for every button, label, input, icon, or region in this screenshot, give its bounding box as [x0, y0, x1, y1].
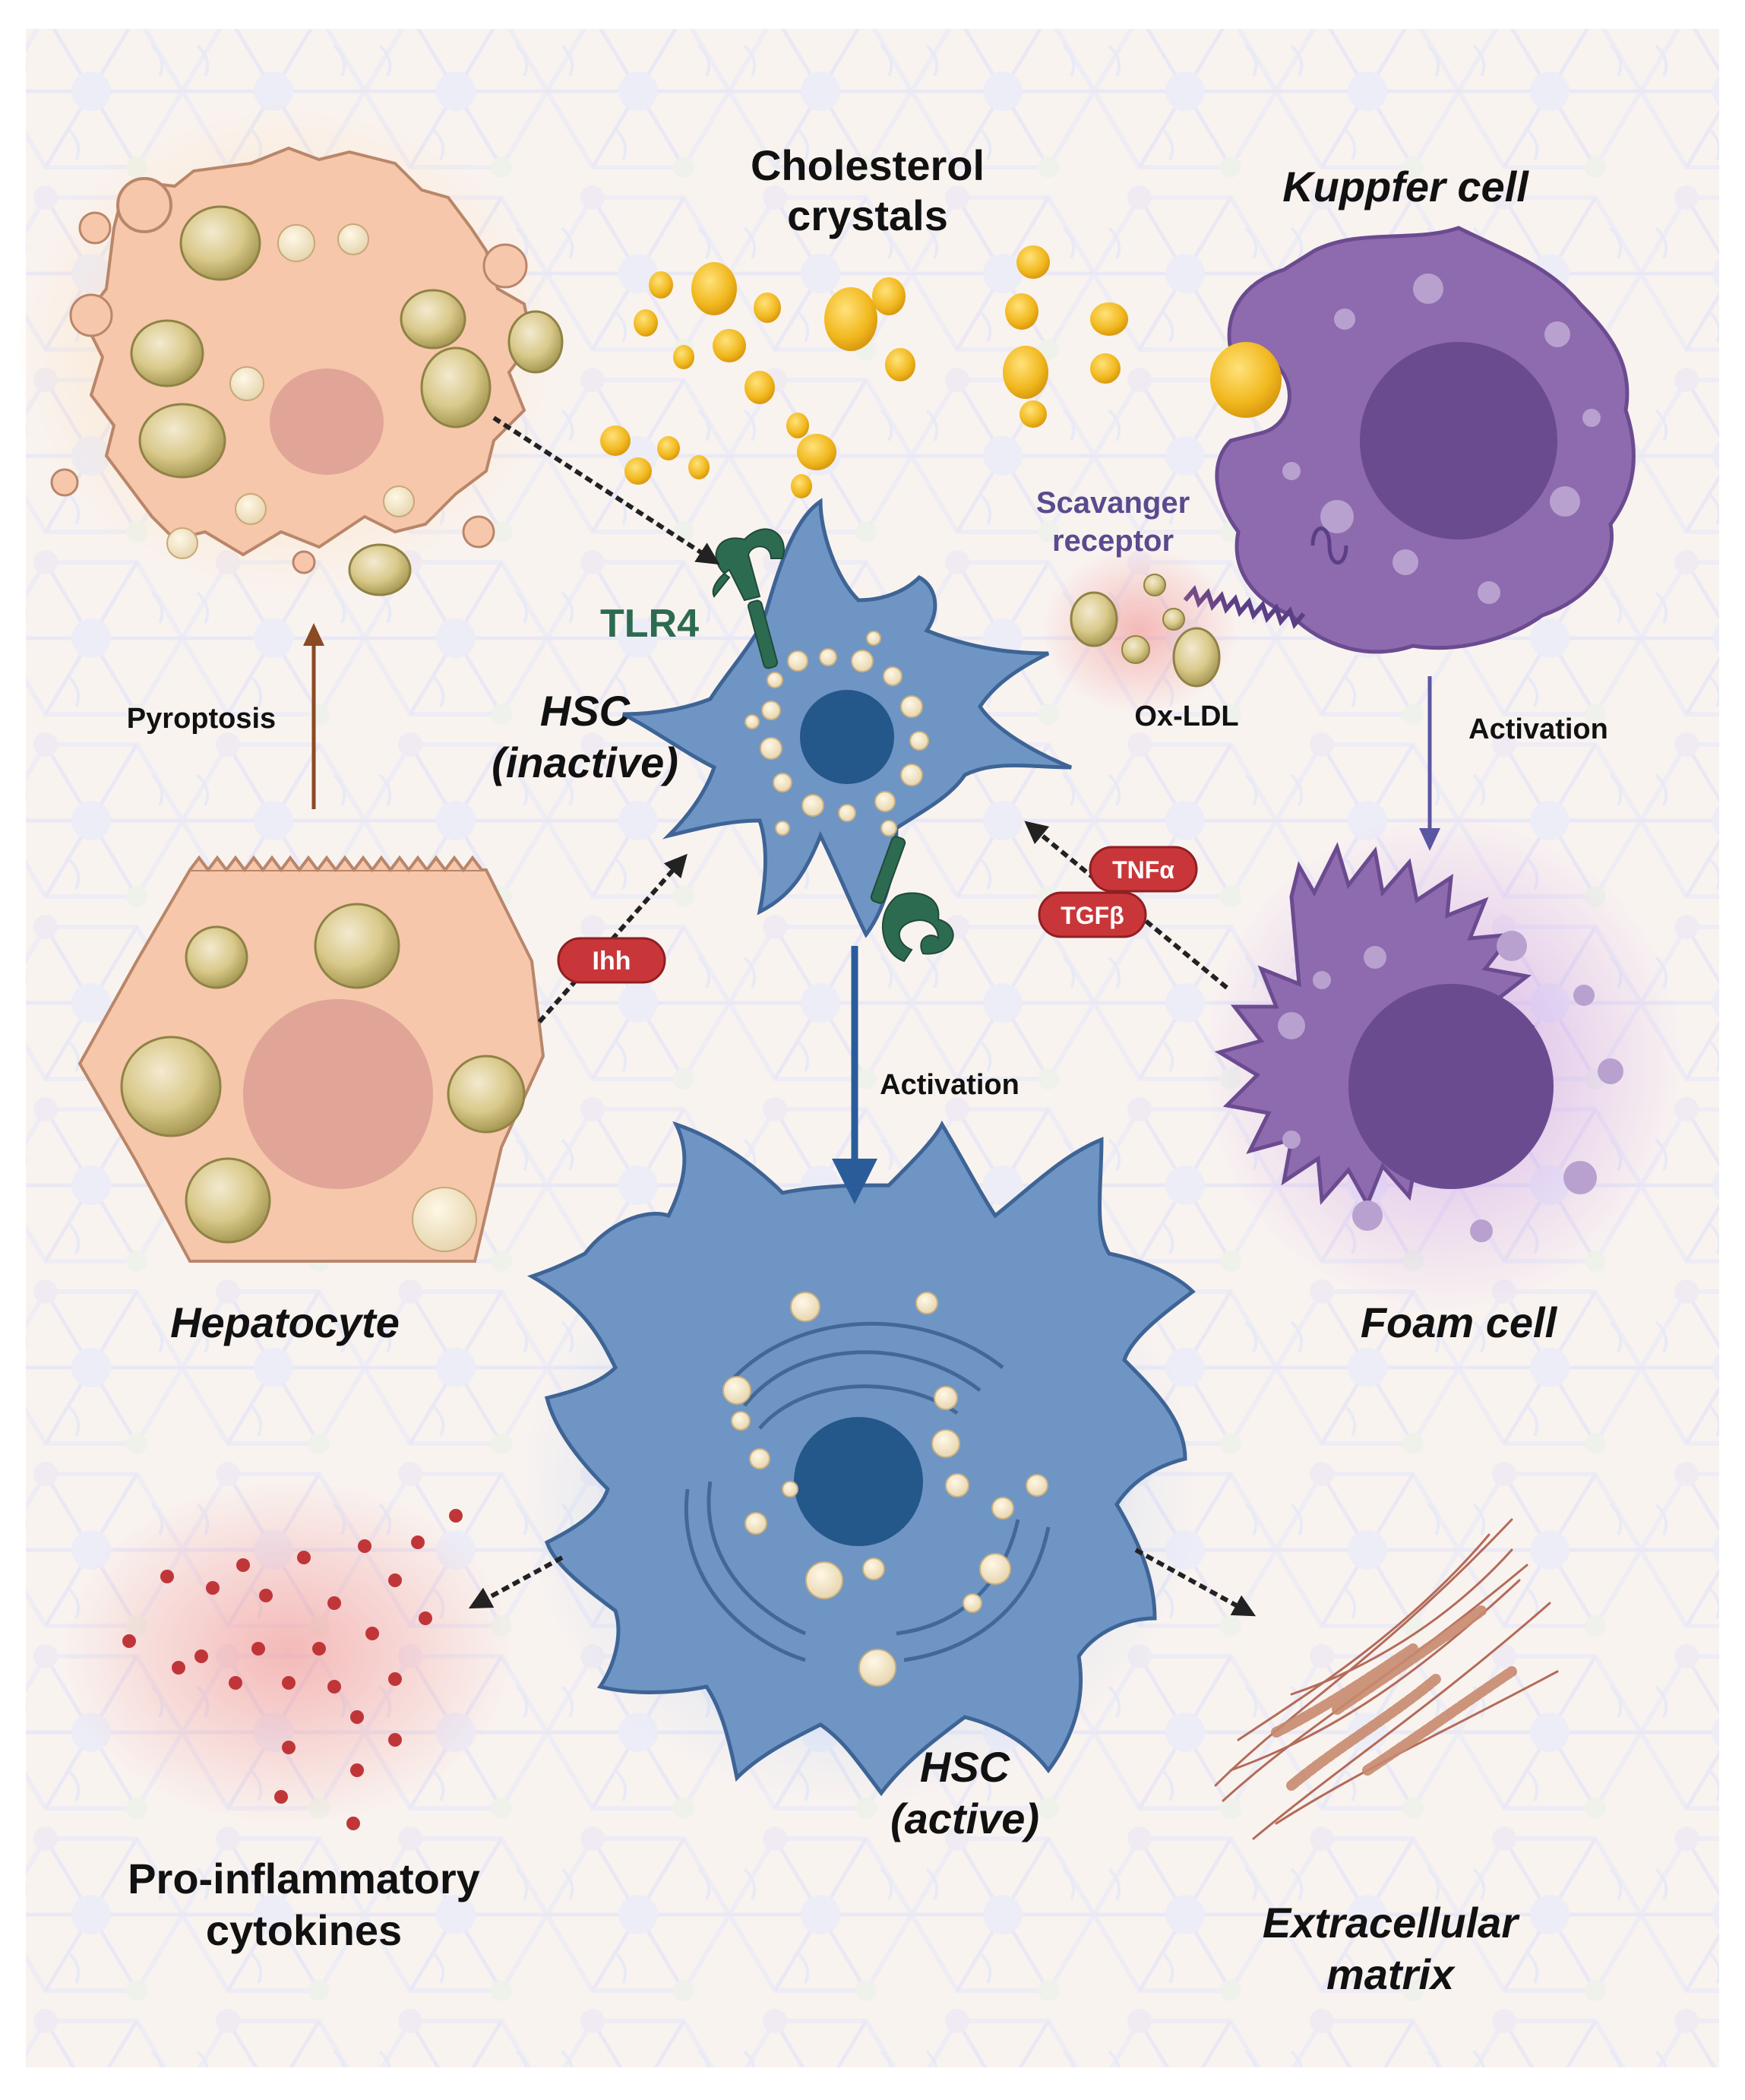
dotted-arrow-to-ecm: [1134, 1548, 1257, 1617]
hsc-inactive-label-line1: HSC: [540, 687, 631, 735]
dotted-arrow-to-cytokines: [468, 1555, 564, 1609]
tnfa-badge: TNFα: [1089, 846, 1198, 893]
cytokines-label-line1: Pro-inflammatory: [128, 1855, 480, 1902]
cytokines-label-line2: cytokines: [206, 1906, 402, 1954]
tgfb-badge: TGFβ: [1038, 891, 1147, 938]
scavenger-label-line2: receptor: [1052, 524, 1174, 558]
hsc-active-cell: [517, 1120, 1200, 1808]
ihh-badge: Ihh: [557, 937, 666, 984]
pyroptotic-hepatocyte: [15, 99, 564, 600]
hsc-active-label-line1: HSC: [920, 1743, 1011, 1791]
ecm-label-line1: Extracellular: [1263, 1899, 1520, 1947]
ihh-label: Ihh: [593, 947, 631, 976]
tlr4-receptor-icon: [712, 528, 785, 669]
activation-label-center: Activation: [880, 1069, 1019, 1101]
ox-ldl-label: Ox-LDL: [1134, 701, 1238, 732]
cholesterol-crystals: [600, 245, 1128, 498]
dotted-arrow-ihh: [537, 853, 688, 1023]
foam-cell: [1200, 813, 1687, 1314]
hsc-inactive-cell: [621, 498, 1072, 963]
hepatocyte-cell: [77, 855, 545, 1263]
tlr4-receptor-icon-lower: [870, 836, 954, 963]
hepatocyte-label: Hepatocyte: [170, 1298, 400, 1346]
cholesterol-label-line2: crystals: [787, 191, 948, 239]
pyroptosis-label: Pyroptosis: [127, 703, 276, 735]
extracellular-matrix-fibers: [1214, 1518, 1559, 1840]
ox-ldl-particles: [1041, 547, 1238, 714]
labels: Cholesterol crystals Kuppfer cell Scavan…: [127, 141, 1608, 1998]
kuppfer-cell-label: Kuppfer cell: [1282, 163, 1529, 210]
hsc-active-label-line2: (active): [890, 1795, 1039, 1842]
arrows: [303, 416, 1440, 1617]
hsc-inactive-label-line2: (inactive): [492, 738, 678, 786]
tlr4-label: TLR4: [600, 602, 699, 646]
tgfb-label: TGFβ: [1061, 902, 1124, 929]
kupffer-cell: [1183, 226, 1636, 654]
scavenger-label-line1: Scavanger: [1036, 486, 1190, 520]
activation-label-right: Activation: [1468, 713, 1608, 745]
foam-cell-label: Foam cell: [1361, 1298, 1558, 1346]
ecm-label-line2: matrix: [1326, 1950, 1456, 1998]
cytokine-particles: [61, 1478, 517, 1830]
tnfa-label: TNFα: [1112, 856, 1174, 884]
dotted-arrow-crystals-to-hsc: [492, 416, 720, 565]
cholesterol-label-line1: Cholesterol: [751, 141, 985, 189]
